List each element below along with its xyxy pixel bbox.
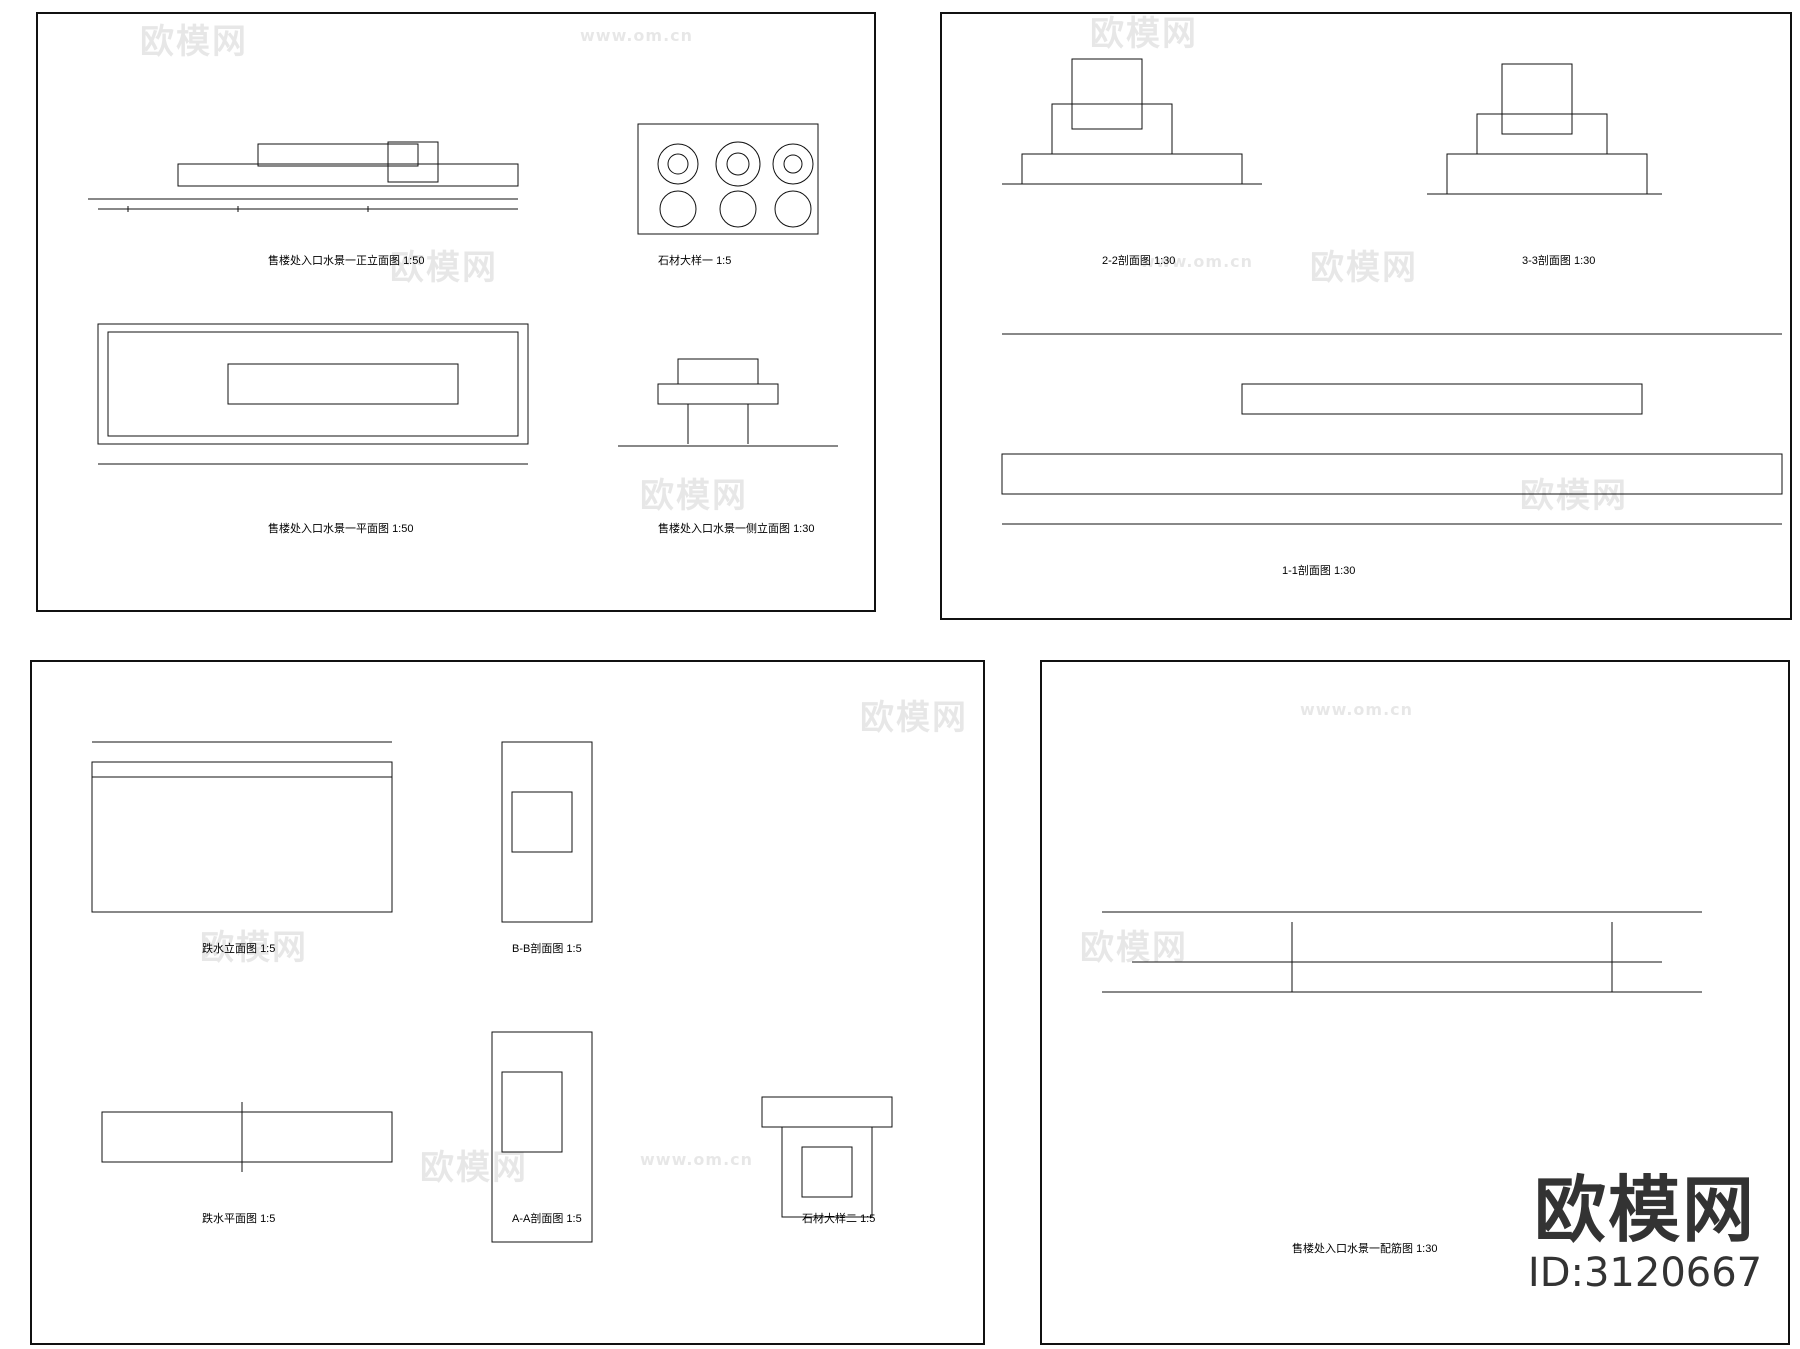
- drawing-sheet-2: 2-2剖面图 1:30 3-3剖面图 1:30 1-1剖面图 1:30: [940, 12, 1792, 620]
- stone-detail-1: [637, 123, 819, 235]
- caption-stone2: 石材大样二 1:5: [802, 1211, 875, 1225]
- stone-detail-2: [761, 1096, 893, 1218]
- section-3-3: [1427, 63, 1662, 195]
- drawing-sheet-3: 跌水立面图 1:5 B-B剖面图 1:5 跌水平面图 1:5 A-A剖面图 1:…: [30, 660, 985, 1345]
- section-a-a: [491, 1031, 593, 1243]
- sheet-4-drawing: 售楼处入口水景一配筋图 1:30: [1102, 911, 1702, 1255]
- caption-aa: A-A剖面图 1:5: [512, 1211, 582, 1225]
- brand-name: 欧模网: [1533, 1168, 1756, 1252]
- sheet-1-drawing: 售楼处入口水景一正立面图 1:50 石材大样一 1:5 售楼处入口水景一平面图 …: [88, 123, 838, 535]
- section-2-2: [1002, 58, 1262, 185]
- section-b-b: [501, 741, 593, 923]
- plan-view: [97, 323, 529, 465]
- caption-rebar: 售楼处入口水景一配筋图 1:30: [1292, 1241, 1437, 1255]
- sheet-2-drawing: 2-2剖面图 1:30 3-3剖面图 1:30 1-1剖面图 1:30: [1001, 58, 1783, 577]
- side-elevation: [618, 358, 838, 447]
- site-brand: 欧模网 ID:3120667: [1515, 1170, 1775, 1296]
- caption-s22: 2-2剖面图 1:30: [1102, 253, 1175, 267]
- weir-elevation: [91, 741, 393, 913]
- caption-weir-plan: 跌水平面图 1:5: [202, 1211, 275, 1225]
- caption-weir-elev: 跌水立面图 1:5: [202, 941, 275, 955]
- caption-bb: B-B剖面图 1:5: [512, 941, 582, 955]
- rebar-drawing: [1102, 911, 1702, 993]
- weir-plan: [101, 1102, 393, 1172]
- caption-plan: 售楼处入口水景一平面图 1:50: [268, 521, 413, 535]
- caption-stone1: 石材大样一 1:5: [658, 253, 731, 267]
- caption-s11: 1-1剖面图 1:30: [1282, 563, 1355, 577]
- drawing-sheet-1: 售楼处入口水景一正立面图 1:50 石材大样一 1:5 售楼处入口水景一平面图 …: [36, 12, 876, 612]
- brand-id: ID:3120667: [1527, 1250, 1763, 1296]
- caption-front: 售楼处入口水景一正立面图 1:50: [268, 253, 424, 267]
- caption-side: 售楼处入口水景一侧立面图 1:30: [658, 521, 814, 535]
- front-elevation: [88, 141, 519, 212]
- caption-s33: 3-3剖面图 1:30: [1522, 253, 1595, 267]
- drawing-sheet-4: 售楼处入口水景一配筋图 1:30: [1040, 660, 1790, 1345]
- sheet-3-drawing: 跌水立面图 1:5 B-B剖面图 1:5 跌水平面图 1:5 A-A剖面图 1:…: [91, 741, 893, 1243]
- section-1-1: [1001, 333, 1783, 525]
